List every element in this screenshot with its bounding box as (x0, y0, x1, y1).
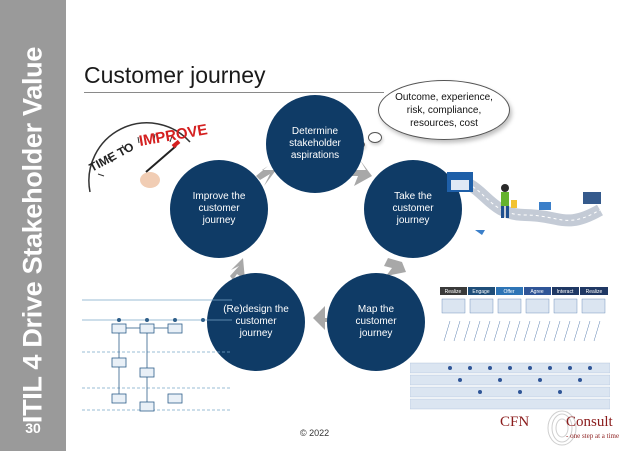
customer-journey-road-illustration (447, 172, 603, 235)
cycle-step-label: (Re)design the customer journey (223, 304, 289, 339)
map-stage-header: Realize (445, 289, 462, 295)
customer-journey-map-illustration: Realize Engage Offer Agree Interact Real… (410, 287, 610, 410)
logo-text-cfn: CFN (500, 414, 530, 430)
laptop-icon (583, 192, 601, 204)
mail-icon (539, 202, 551, 210)
fingerprint-logo-icon (547, 410, 577, 446)
page-number: 30 (25, 420, 41, 436)
cycle-step-map: Map the customer journey (327, 273, 425, 371)
person-icon (501, 184, 509, 192)
cycle-step-label: Improve the customer journey (192, 191, 246, 226)
title-divider (84, 92, 384, 93)
cycle-step-label: Take the customer journey (392, 191, 434, 226)
cycle-step-redesign: (Re)design the customer journey (207, 273, 305, 371)
map-stage-header: Agree (530, 289, 544, 295)
service-blueprint-illustration (82, 299, 232, 412)
slide-title: Customer journey (84, 62, 266, 88)
logo-text-consult: Consult (566, 414, 613, 430)
cycle-step-take: Take the customer journey (364, 160, 462, 258)
map-stage-header: Realize (586, 289, 603, 295)
cycle-step-improve: Improve the customer journey (170, 160, 268, 258)
chat-icon (475, 230, 485, 235)
thought-bubble-dot (368, 132, 382, 143)
sidebar: ITIL 4 Drive Stakeholder Value 30 (0, 0, 66, 451)
cycle-step-determine: Determine stakeholder aspirations (266, 95, 364, 193)
thought-bubble-text: Outcome, experience, risk, compliance, r… (395, 91, 493, 129)
thought-bubble: Outcome, experience, risk, compliance, r… (378, 80, 510, 140)
cycle-step-label: Determine stakeholder aspirations (289, 126, 341, 161)
sidebar-title: ITIL 4 Drive Stakeholder Value (17, 46, 48, 424)
map-stage-header: Interact (557, 289, 574, 295)
logo-tagline: - one step at a time (566, 432, 620, 440)
map-stage-header: Engage (472, 289, 489, 295)
copyright-text: © 2022 (300, 428, 330, 438)
time-to-improve-illustration: TIME TO IMPROVE (87, 121, 209, 193)
map-stage-header: Offer (503, 289, 514, 295)
cycle-step-label: Map the customer journey (355, 304, 397, 339)
